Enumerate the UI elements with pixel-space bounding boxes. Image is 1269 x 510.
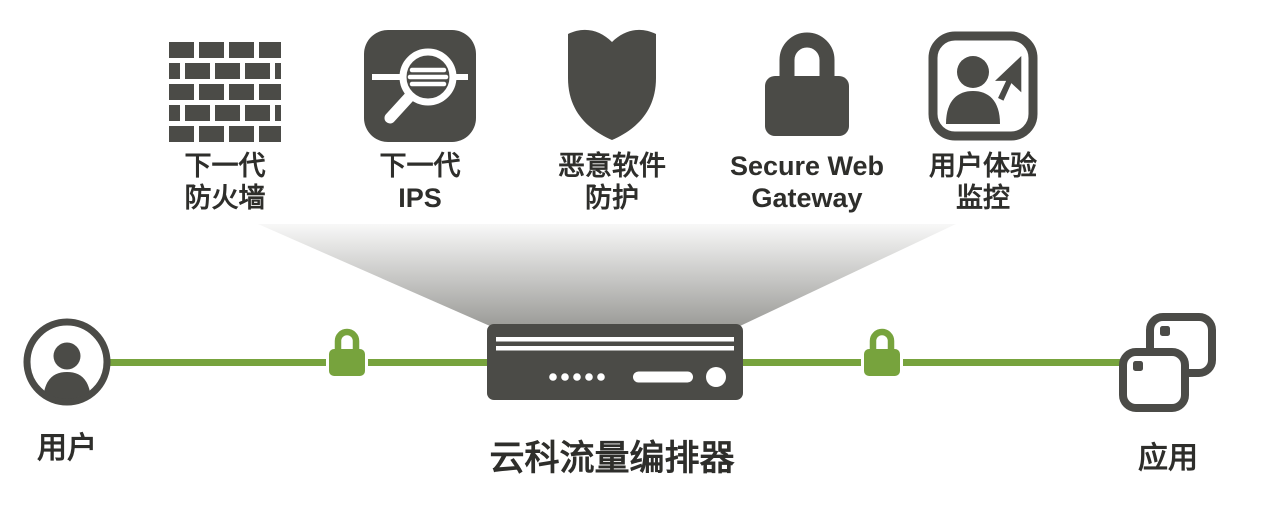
user-label: 用户 bbox=[37, 432, 97, 465]
service-label-firewall: 下一代 防火墙 bbox=[184, 151, 266, 213]
application-label: 应用 bbox=[1138, 442, 1198, 475]
service-next-gen-firewall: 下一代 防火墙 bbox=[130, 24, 320, 215]
ips-inspection-icon bbox=[364, 30, 476, 142]
service-malware-protection: 恶意软件 防护 bbox=[517, 24, 707, 215]
service-label-ux: 用户体验 监控 bbox=[929, 151, 1037, 213]
service-ux-monitoring: 用户体验 监控 bbox=[888, 24, 1078, 215]
lock-icon bbox=[765, 32, 849, 136]
ips-icon-wrap bbox=[364, 24, 476, 142]
shield-icon-wrap bbox=[556, 24, 668, 142]
firewall-icon bbox=[169, 42, 281, 142]
firewall-icon-wrap bbox=[169, 24, 281, 142]
service-label-swg: Secure Web Gateway bbox=[729, 151, 885, 213]
service-secure-web-gateway: Secure Web Gateway bbox=[712, 24, 902, 215]
user-experience-icon bbox=[928, 31, 1038, 141]
shield-icon bbox=[568, 29, 656, 140]
orchestrator-label: 云科流量编排器 bbox=[489, 439, 735, 478]
service-next-gen-ips: 下一代 IPS bbox=[325, 24, 515, 215]
lock-icon-wrap bbox=[751, 24, 863, 142]
encryption-lock-left-icon bbox=[326, 326, 368, 378]
encryption-lock-right-icon bbox=[861, 326, 903, 378]
orchestrator-appliance-icon bbox=[487, 324, 743, 400]
service-label-ips: 下一代 IPS bbox=[379, 151, 461, 213]
ux-icon-wrap bbox=[927, 24, 1039, 142]
user-icon bbox=[23, 318, 111, 406]
service-label-malware: 恶意软件 防护 bbox=[558, 151, 666, 213]
applications-icon bbox=[1119, 313, 1216, 412]
funnel-shape bbox=[258, 224, 956, 326]
